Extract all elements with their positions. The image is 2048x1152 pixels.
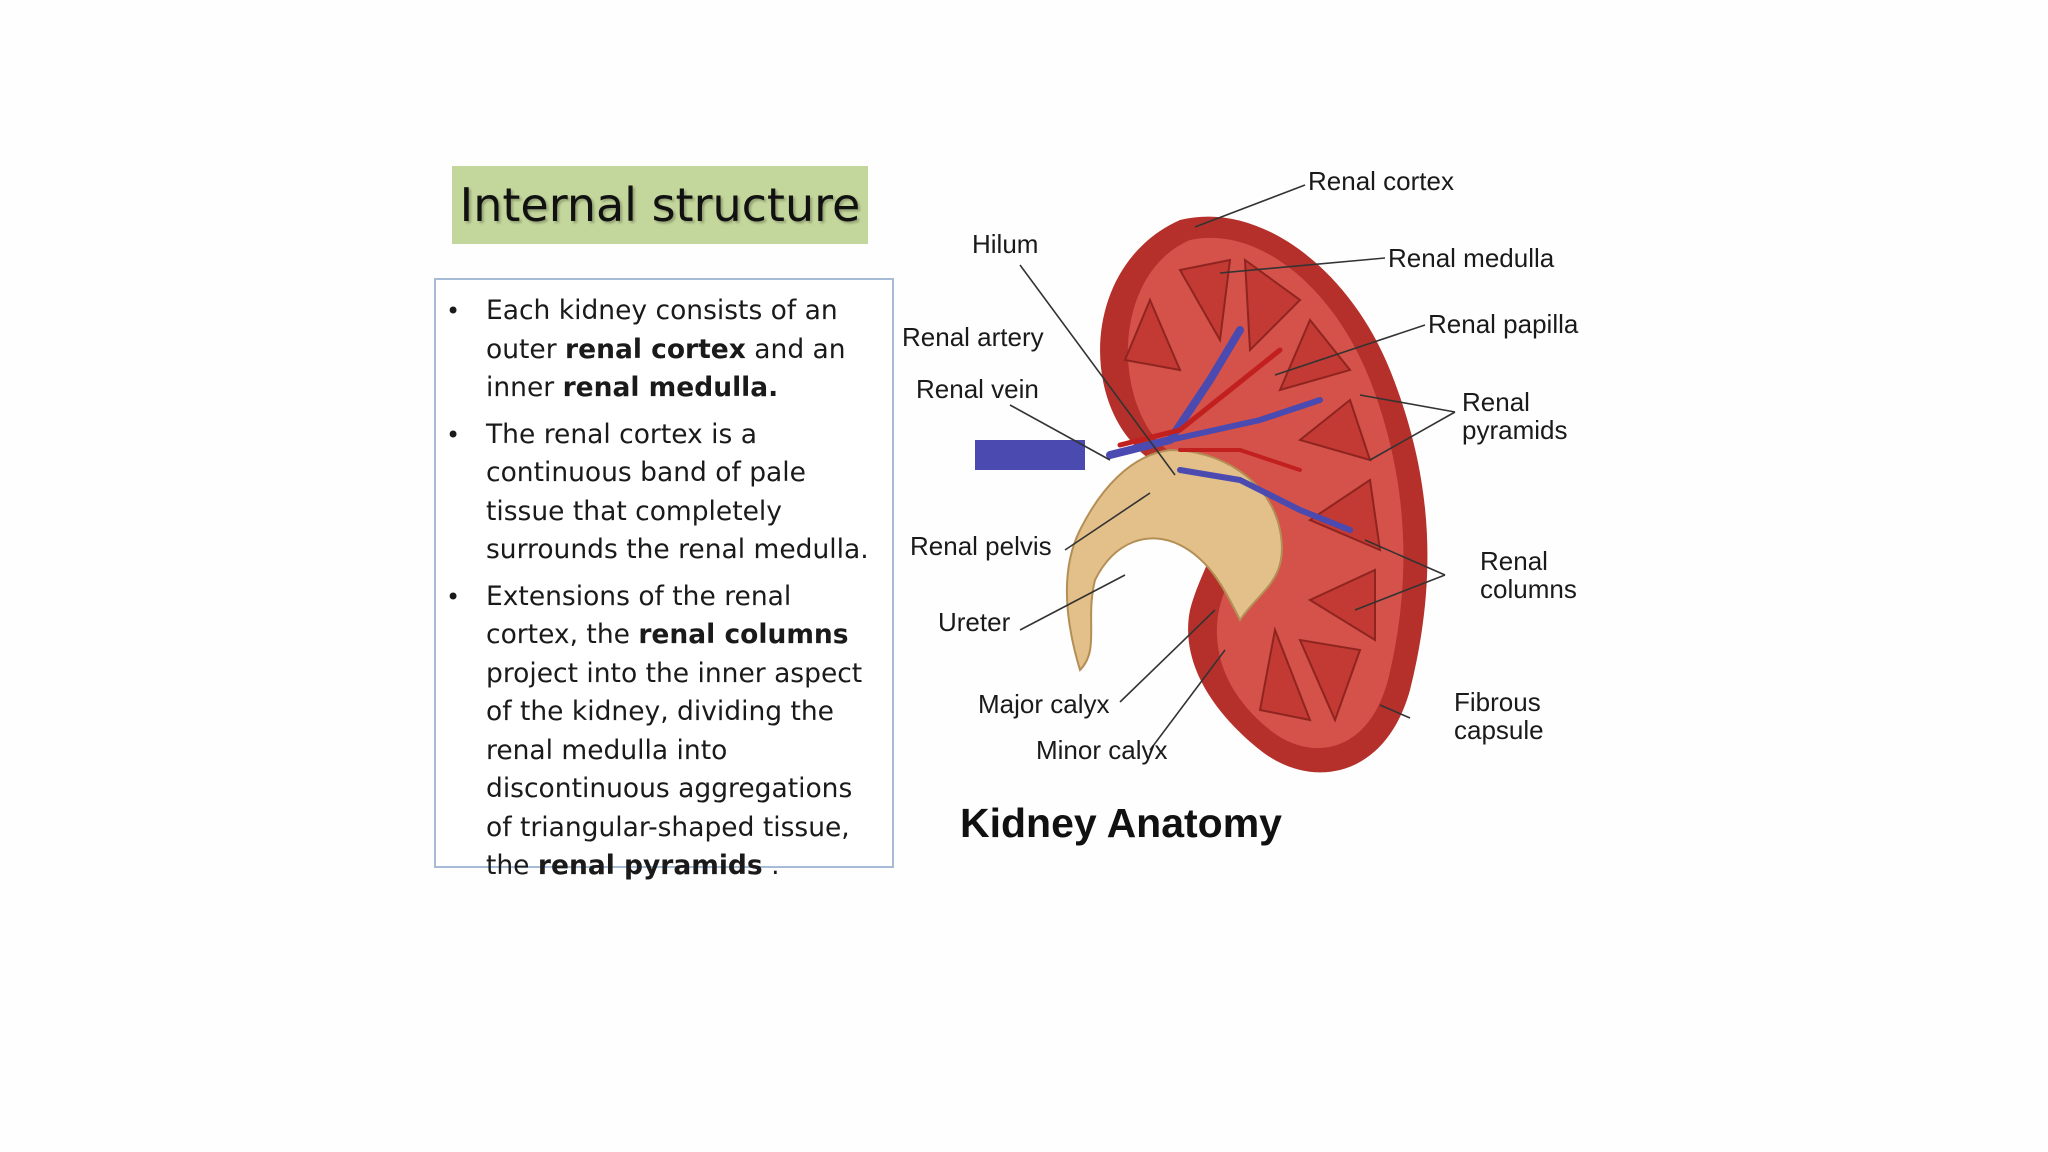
label-renal-columns-line1: Renal (1480, 547, 1548, 575)
label-ureter: Ureter (938, 608, 1010, 636)
label-fibrous-capsule-line1: Fibrous (1454, 688, 1541, 716)
label-renal-papilla: Renal papilla (1428, 310, 1578, 338)
label-renal-artery: Renal artery (902, 323, 1044, 351)
label-renal-columns-line2: columns (1480, 575, 1577, 603)
bullet-keyword: renal cortex (565, 334, 746, 365)
bullet-item: Extensions of the renal cortex, the rena… (436, 578, 876, 886)
title-box: Internal structure (452, 166, 868, 244)
text-box: Each kidney consists of an outer renal c… (434, 278, 894, 868)
label-fibrous-capsule-line2: capsule (1454, 716, 1544, 744)
diagram-caption: Kidney Anatomy (960, 800, 1282, 847)
label-hilum: Hilum (972, 230, 1038, 258)
slide-title: Internal structure (460, 178, 861, 232)
label-renal-medulla: Renal medulla (1388, 244, 1554, 272)
label-minor-calyx: Minor calyx (1036, 736, 1167, 764)
bullet-keyword: renal medulla. (563, 372, 779, 403)
bullet-item: Each kidney consists of an outer renal c… (436, 292, 876, 408)
label-renal-pyramids-line1: Renal (1462, 388, 1530, 416)
bullet-keyword: renal columns (638, 619, 848, 650)
label-renal-pelvis: Renal pelvis (910, 532, 1052, 560)
label-renal-cortex: Renal cortex (1308, 167, 1454, 195)
label-major-calyx: Major calyx (978, 690, 1109, 718)
bullet-text: The renal cortex is a continuous band of… (486, 419, 869, 566)
bullet-text: project into the inner aspect of the kid… (486, 658, 862, 882)
bullet-keyword: renal pyramids (538, 850, 763, 881)
bullet-list: Each kidney consists of an outer renal c… (436, 280, 892, 886)
kidney-diagram: Renal cortex Hilum Renal medulla Renal p… (880, 150, 1640, 870)
label-renal-vein: Renal vein (916, 375, 1039, 403)
bullet-text: . (763, 850, 780, 881)
bullet-item: The renal cortex is a continuous band of… (436, 416, 876, 570)
label-renal-pyramids-line2: pyramids (1462, 416, 1567, 444)
